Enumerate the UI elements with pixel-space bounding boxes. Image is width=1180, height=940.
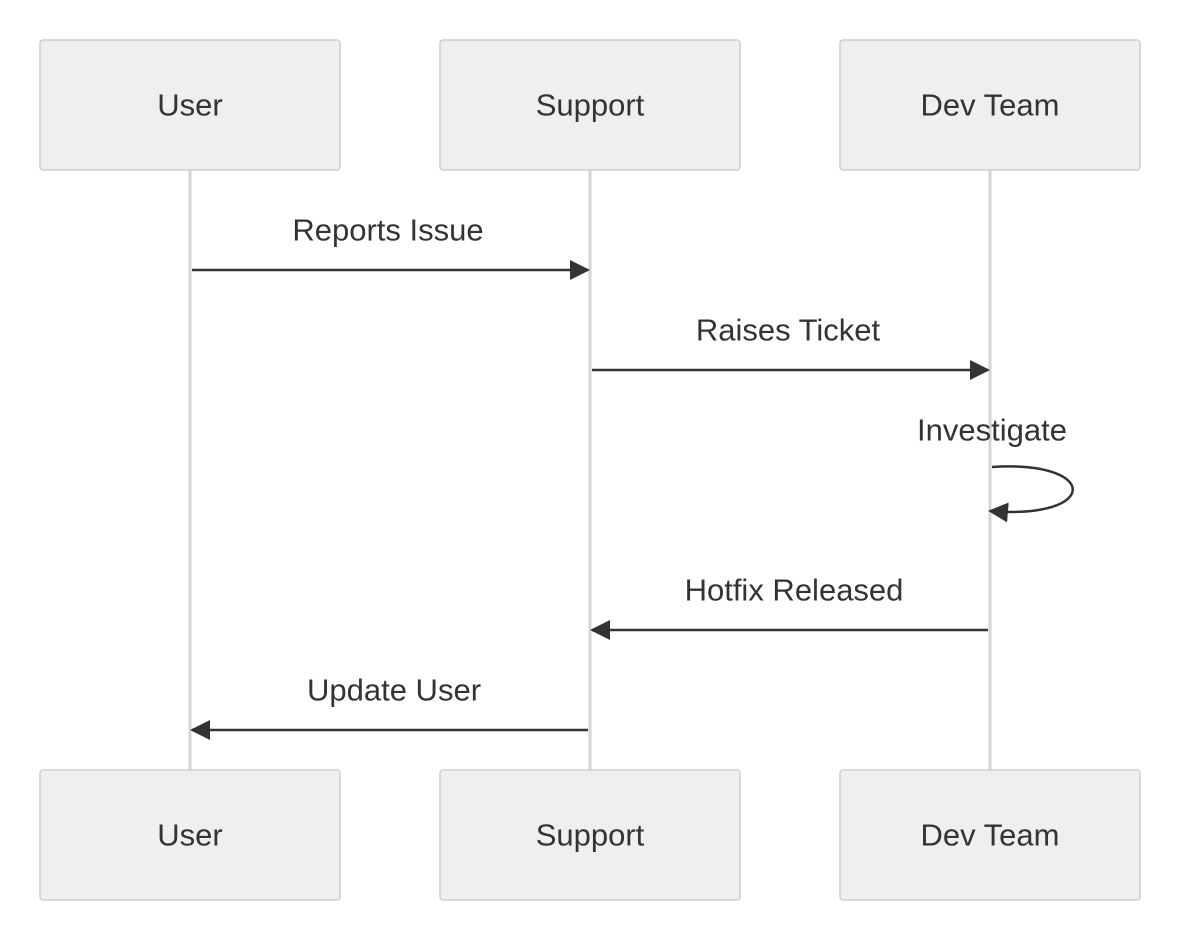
actor-dev-team-top-label: Dev Team bbox=[921, 88, 1060, 123]
message-reports-issue: Reports Issue bbox=[192, 213, 590, 280]
actor-user-bottom: User bbox=[39, 769, 341, 901]
actor-support-top-label: Support bbox=[536, 88, 645, 123]
self-loop-arrow bbox=[988, 465, 1074, 523]
message-label: Raises Ticket bbox=[696, 313, 881, 348]
message-label: Reports Issue bbox=[292, 213, 483, 248]
actor-dev-team-top: Dev Team bbox=[839, 39, 1141, 171]
actor-user-bottom-label: User bbox=[157, 818, 222, 853]
message-raises-ticket: Raises Ticket bbox=[592, 313, 990, 380]
message-label: Update User bbox=[307, 673, 481, 708]
message-label: Hotfix Released bbox=[685, 573, 904, 608]
message-investigate: Investigate bbox=[917, 413, 1074, 523]
actor-user-top: User bbox=[39, 39, 341, 171]
actor-dev-team-bottom-label: Dev Team bbox=[921, 818, 1060, 853]
message-hotfix-released: Hotfix Released bbox=[590, 573, 988, 640]
actor-user-top-label: User bbox=[157, 88, 222, 123]
actor-support-bottom: Support bbox=[439, 769, 741, 901]
actor-dev-team-bottom: Dev Team bbox=[839, 769, 1141, 901]
actor-support-bottom-label: Support bbox=[536, 818, 645, 853]
message-label: Investigate bbox=[917, 413, 1067, 448]
message-update-user: Update User bbox=[190, 673, 588, 740]
actor-support-top: Support bbox=[439, 39, 741, 171]
